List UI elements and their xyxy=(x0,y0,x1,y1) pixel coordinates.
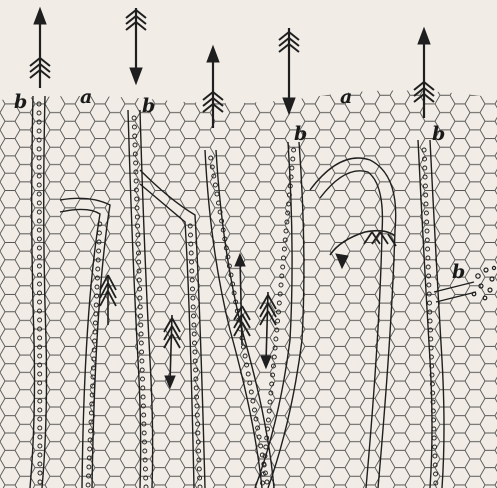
label-b-branch: b xyxy=(452,261,465,283)
label-b-right: b xyxy=(432,123,445,145)
label-a-left: a xyxy=(80,86,92,108)
arrow-down-icon xyxy=(126,8,146,84)
label-b-middle: b xyxy=(294,123,307,145)
label-a-right: a xyxy=(340,86,352,108)
label-b-second: b xyxy=(142,95,155,117)
label-b-left: b xyxy=(14,91,27,113)
arrow-up-icon xyxy=(30,8,50,88)
